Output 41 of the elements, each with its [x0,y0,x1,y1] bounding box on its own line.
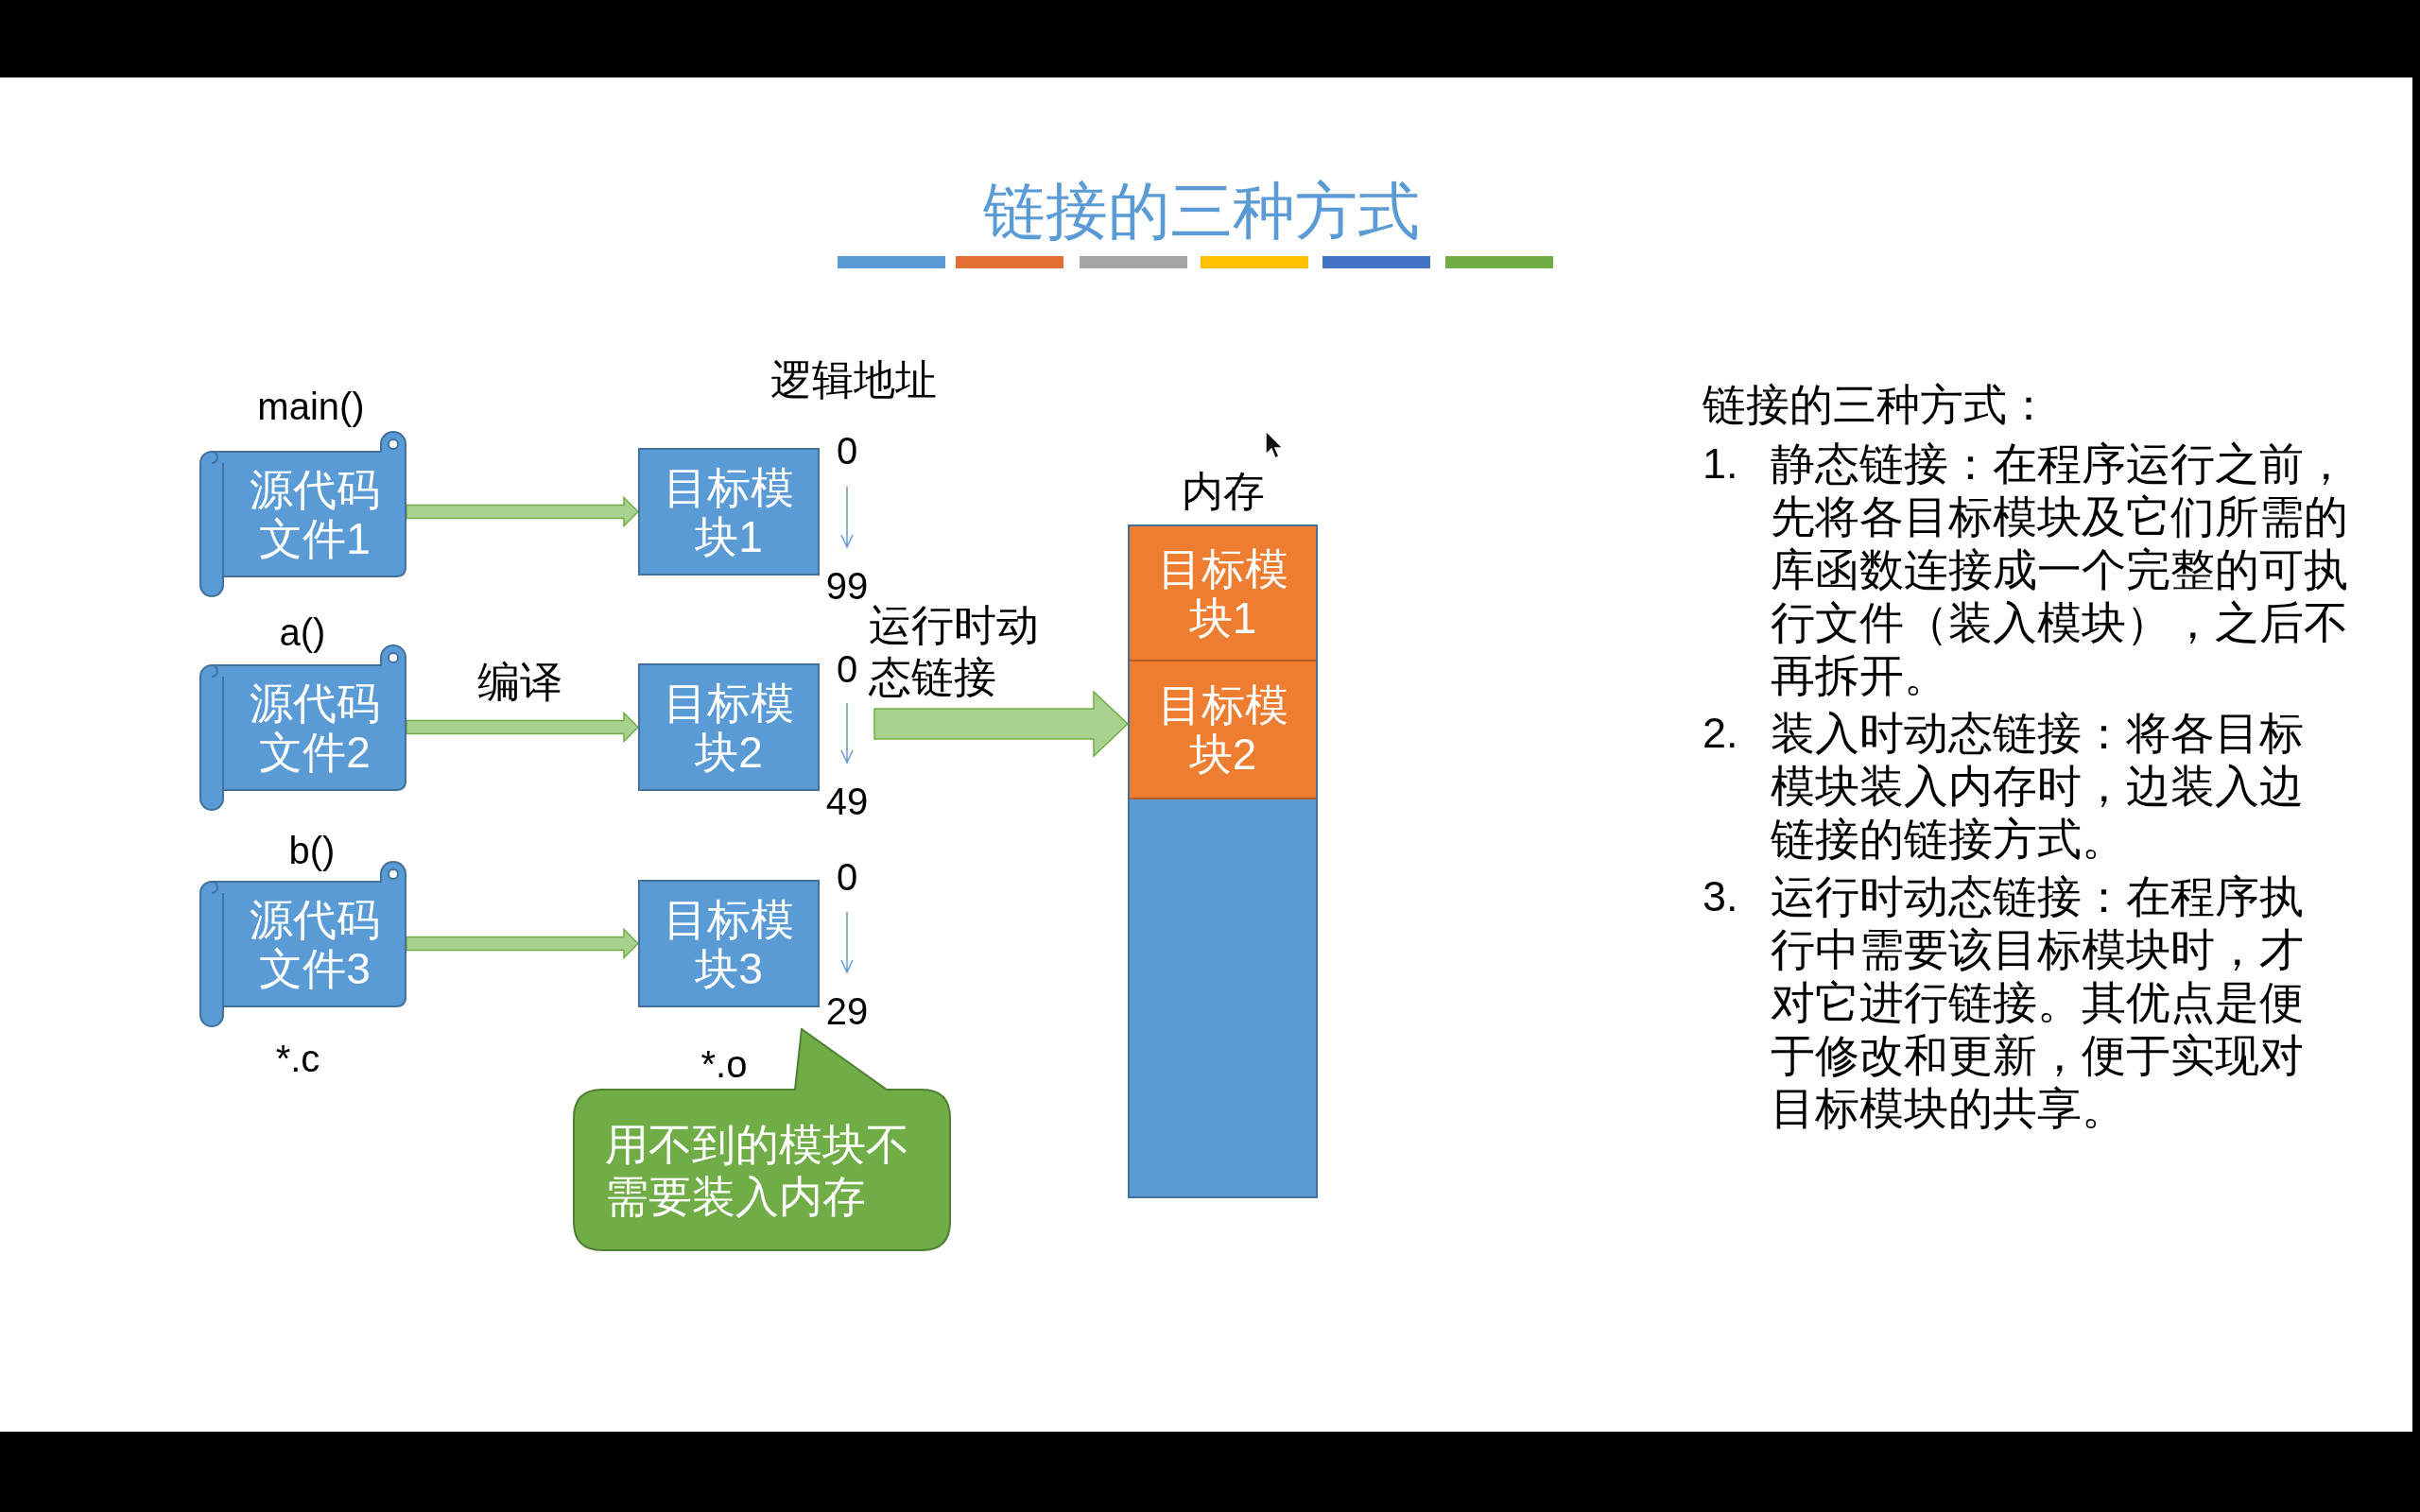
address-number: 0 [836,429,858,472]
list-number: 1. [1703,438,1739,490]
node-label: 目标模块2 [1156,680,1289,779]
slide-title: 链接的三种方式 [983,175,1420,247]
list-number: 3. [1703,871,1739,922]
list-number: 2. [1703,708,1739,759]
file-type-label: *.c [275,1037,320,1081]
block-arrow [406,711,640,744]
scroll-shape [199,431,406,597]
list-item-text: 装入时动态链接：将各目标模块装入内存时，边装入边链接的链接方式。 [1771,707,2305,866]
function-label: main() [257,385,365,428]
memory-heading: 内存 [1180,468,1266,515]
process-box [638,448,820,576]
address-number: 0 [836,855,858,899]
node-label: 源代码文件3 [249,895,381,993]
list-item-text: 静态链接：在程序运行之前，先将各目标模块及它们所需的库函数连接成一个完整的可执行文件（装入模块），之后不再拆开。 [1771,438,2349,702]
node-label: 源代码文件1 [249,465,381,563]
node-label: 目标模块1 [663,462,795,561]
callout-bubble [573,1028,951,1251]
function-label: b() [288,829,336,872]
node-label: 目标模块1 [1156,543,1289,643]
node-label: 用不到的模块不需要装入内存 [605,1118,911,1223]
block-arrow [406,927,640,960]
file-type-label: *.o [700,1042,748,1087]
function-label: a() [279,610,326,654]
node-label: 目标模块2 [663,678,795,777]
node-label: 目标模块3 [663,894,795,993]
node-label: 源代码文件2 [249,679,381,777]
block-arrow [873,690,1130,758]
list-item-text: 运行时动态链接：在程序执行中需要该目标模块时，才对它进行链接。其优点是便于修改和更新，便于实现对目标模块的共享。 [1771,870,2305,1135]
process-box [638,880,820,1007]
memory-block [1130,526,1316,662]
memory-block [1130,662,1316,799]
address-number: 0 [836,647,858,691]
address-number: 49 [825,780,869,823]
block-arrow [406,495,640,528]
address-number: 99 [825,564,869,608]
process-box [638,663,820,791]
list-heading: 链接的三种方式： [1703,379,2050,431]
column-heading: 逻辑地址 [770,356,937,404]
address-number: 29 [825,989,869,1033]
